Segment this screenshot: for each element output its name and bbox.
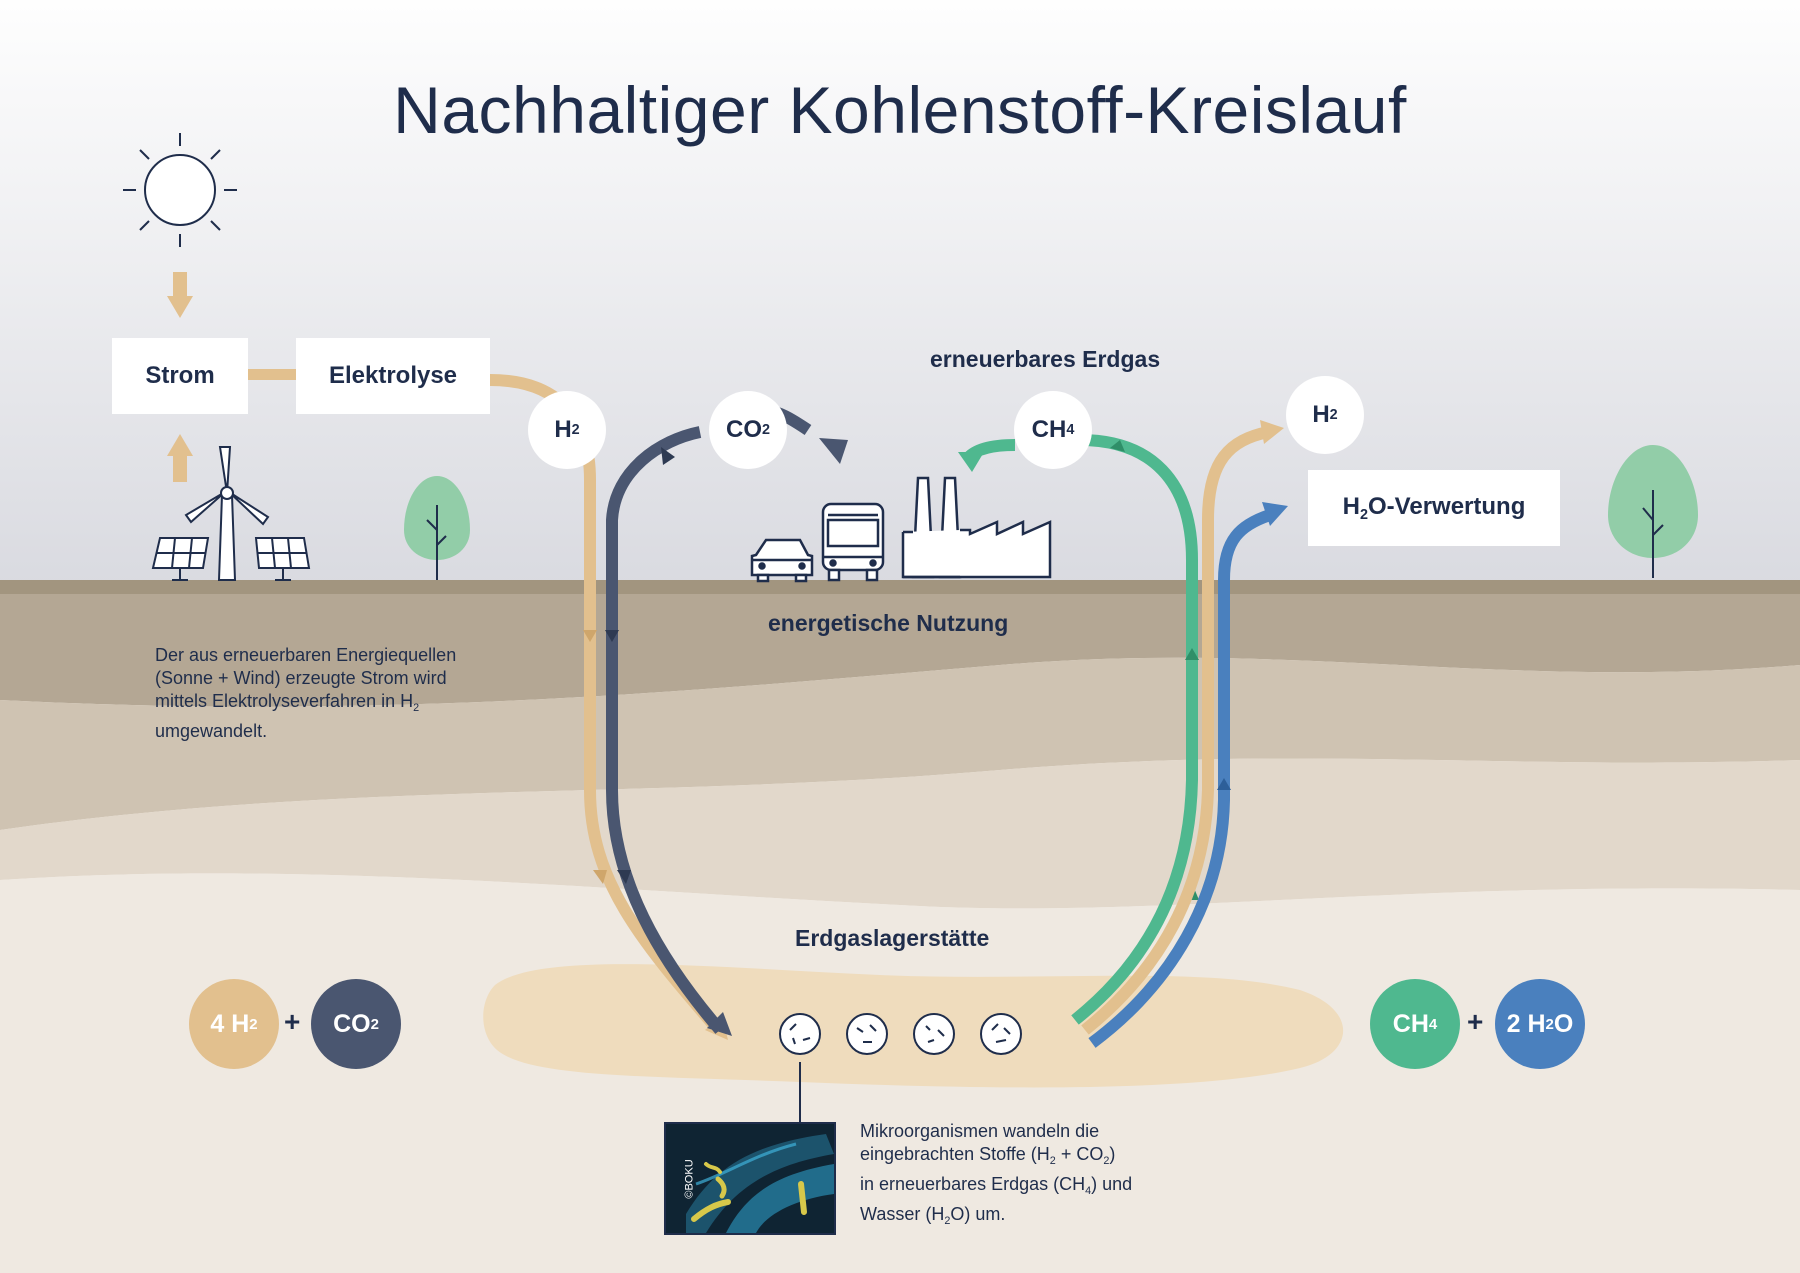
h2-outflow-arrow — [1081, 426, 1270, 1035]
microorganism-icon — [980, 1013, 1022, 1055]
soil-layer-1 — [0, 580, 1800, 707]
ground-surface — [0, 580, 1800, 594]
photo-credit: ©BOKU — [683, 1158, 696, 1199]
strom-connector — [248, 369, 296, 380]
microorganism-icon — [913, 1013, 955, 1055]
equation-right-plus: + — [1467, 1006, 1484, 1037]
gas-deposit — [483, 964, 1344, 1088]
microscopy-photo: ©BOKU — [664, 1122, 836, 1235]
h2o-verwertung-label: H2O-Verwertung — [1342, 492, 1526, 524]
tree-icon — [404, 476, 470, 580]
energetische-nutzung-label: energetische Nutzung — [768, 610, 1009, 636]
sun-icon — [123, 133, 237, 247]
electrolysis-description: Der aus erneuerbaren Energiequellen (Son… — [155, 645, 457, 741]
ch4-outflow-arrow — [1071, 434, 1198, 1025]
soil-layer-2 — [0, 657, 1800, 830]
soil-layer-3 — [0, 758, 1800, 909]
elektrolyse-box: Elektrolyse — [296, 338, 490, 414]
solar-panel-icon — [254, 537, 311, 581]
erneuerbares-erdgas-label: erneuerbares Erdgas — [930, 346, 1161, 372]
strom-box: Strom — [112, 338, 248, 414]
microorganism-icon — [846, 1013, 888, 1055]
page-title: Nachhaltiger Kohlenstoff-Kreislauf — [393, 73, 1407, 147]
microorganism-description: Mikroorganismen wandeln die eingebrachte… — [860, 1121, 1133, 1227]
wind-turbine-icon — [184, 446, 270, 581]
bus-icon — [821, 502, 885, 582]
elektrolyse-label: Elektrolyse — [328, 362, 458, 389]
strom-label: Strom — [145, 362, 215, 389]
microorganism-icon — [779, 1013, 821, 1055]
h2o-verwertung-box: H2O-Verwertung — [1308, 470, 1560, 546]
erdgaslagerstaette-label: Erdgaslagerstätte — [795, 925, 990, 951]
car-icon — [750, 538, 814, 583]
arrow-down-icon — [167, 272, 193, 318]
equation-left-plus: + — [284, 1006, 301, 1037]
arrow-up-icon — [167, 434, 193, 482]
factory-icon — [901, 476, 1052, 579]
tree-icon — [1608, 445, 1698, 578]
co2-inflow-arrow — [606, 426, 725, 1034]
h2o-outflow-arrow — [1088, 509, 1272, 1048]
solar-panel-icon — [151, 537, 210, 581]
microscopy-image — [666, 1124, 834, 1233]
